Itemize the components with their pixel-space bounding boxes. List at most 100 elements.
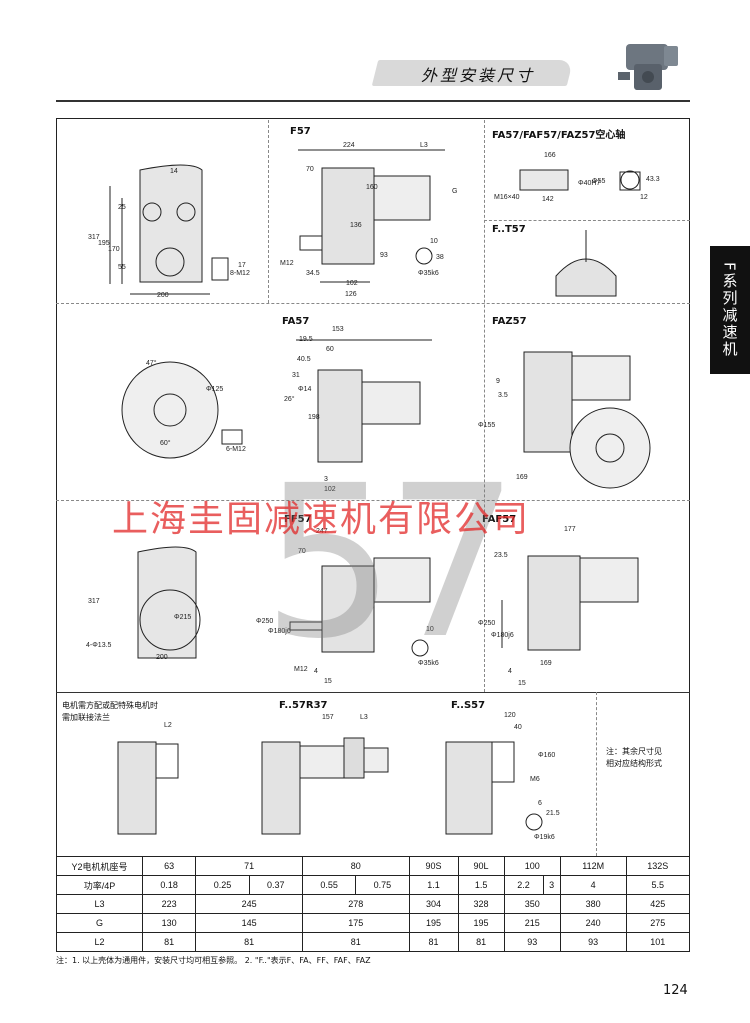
dim-label: 3	[324, 476, 328, 483]
f57r37-housing	[261, 741, 301, 835]
dim-label: 200	[156, 654, 168, 661]
dim-label: 102	[346, 280, 358, 287]
table-cell: 0.55	[301, 875, 357, 895]
dim-label: M6	[530, 776, 540, 783]
dim-label: 43.3	[646, 176, 660, 183]
dim-label: 317	[88, 598, 100, 605]
page-number: 124	[663, 983, 688, 998]
watermark-company: 上海圭固减速机有限公司	[112, 499, 531, 540]
dim-label: 195	[98, 240, 110, 247]
dim-label: 38	[436, 254, 444, 261]
dim-label: 47°	[146, 360, 157, 367]
table-cell: 275	[625, 913, 691, 933]
dim-label: 317	[88, 234, 100, 241]
grid-divider	[56, 500, 690, 501]
table-cell: 93	[503, 932, 561, 952]
ff57-side-housing	[321, 565, 375, 653]
dim-label: 10	[430, 238, 438, 245]
dim-label: M16×40	[494, 194, 520, 201]
dim-label: Φ40H7	[578, 180, 601, 187]
ff57-front-housing	[137, 546, 197, 659]
section-label-fs57: F..S57	[451, 700, 486, 711]
section-label-faz57: FAZ57	[492, 316, 527, 327]
dim-label: 25	[118, 204, 126, 211]
gearbox-logo-icon	[618, 44, 678, 90]
dim-label: Φ180j6	[491, 632, 514, 639]
section-label-ft57: F..T57	[492, 224, 526, 235]
table-cell: 81	[457, 932, 505, 952]
dim-label: 23.5	[494, 552, 508, 559]
table-cell: 81	[301, 932, 410, 952]
table-cell: 0.18	[141, 875, 197, 895]
dim-label: 157	[322, 714, 334, 721]
table-cell: 81	[195, 932, 303, 952]
flange-note: 电机需方配或配特殊电机时 需加联接法兰	[62, 701, 158, 722]
table-cell: 215	[503, 913, 561, 933]
table-cell: 63	[141, 856, 197, 876]
fa57-front-flange	[121, 361, 219, 459]
dim-label: 200	[157, 292, 169, 299]
dim-label: Φ215	[174, 614, 192, 621]
table-cell: 90S	[408, 856, 459, 876]
table-cell: 350	[503, 894, 561, 914]
dim-label: 14	[170, 168, 178, 175]
table-cell: 245	[195, 894, 303, 914]
section-label-fa57-hollow: FA57/FAF57/FAZ57空心轴	[492, 130, 626, 141]
dim-label: 60	[326, 346, 334, 353]
dim-label: 160	[366, 184, 378, 191]
page-title: 外型安装尺寸	[420, 66, 535, 85]
dim-label: 70	[298, 548, 306, 555]
dim-label: 6-M12	[226, 446, 246, 453]
dim-label: Φ19k6	[534, 834, 555, 841]
grid-divider	[484, 220, 690, 221]
table-row-header: L2	[56, 932, 143, 952]
table-cell: 328	[457, 894, 505, 914]
table-cell: 100	[503, 856, 561, 876]
dim-label: 198	[308, 414, 320, 421]
section-label-fa57: FA57	[282, 316, 310, 327]
dim-label: 153	[332, 326, 344, 333]
f57-front-housing	[139, 164, 203, 283]
section-label-f57r37: F..57R37	[279, 700, 328, 711]
dim-label: Φ125	[206, 386, 224, 393]
table-cell: 81	[141, 932, 197, 952]
table-cell: 112M	[559, 856, 627, 876]
dim-label: 17	[238, 262, 246, 269]
dim-label: Φ180j6	[268, 628, 291, 635]
dim-label: 31	[292, 372, 300, 379]
table-cell: 0.75	[355, 875, 410, 895]
table-cell: 80	[301, 856, 410, 876]
footnote: 注：1. 以上壳体为通用件，安装尺寸均可相互参照。 2. "F.."表示F、FA…	[56, 956, 371, 965]
dim-label: L2	[164, 722, 172, 729]
dim-label: 169	[540, 660, 552, 667]
grid-divider	[484, 120, 485, 692]
grid-divider	[56, 303, 690, 304]
dim-label: Φ250	[478, 620, 496, 627]
table-cell: 380	[559, 894, 627, 914]
dim-label: 34.5	[306, 270, 320, 277]
dim-label: 126	[345, 291, 357, 298]
table-row-header: L3	[56, 894, 143, 914]
dim-label: Φ14	[298, 386, 312, 393]
f57-bore	[155, 247, 185, 277]
dim-label: 9	[496, 378, 500, 385]
dim-label: 247	[316, 528, 328, 535]
dim-label: 60°	[160, 440, 171, 447]
dim-label: 15	[518, 680, 526, 687]
dim-label: 177	[564, 526, 576, 533]
table-cell: 175	[301, 913, 410, 933]
table-cell: 132S	[625, 856, 691, 876]
table-row-header: G	[56, 913, 143, 933]
dim-label: 70	[306, 166, 314, 173]
table-row-header: 功率/4P	[56, 875, 143, 895]
table-cell: 4	[559, 875, 627, 895]
table-cell: 90L	[457, 856, 505, 876]
dim-label: 3.5	[498, 392, 508, 399]
dim-label: 142	[542, 196, 554, 203]
dim-label: 102	[324, 486, 336, 493]
dim-label: 4	[314, 668, 318, 675]
